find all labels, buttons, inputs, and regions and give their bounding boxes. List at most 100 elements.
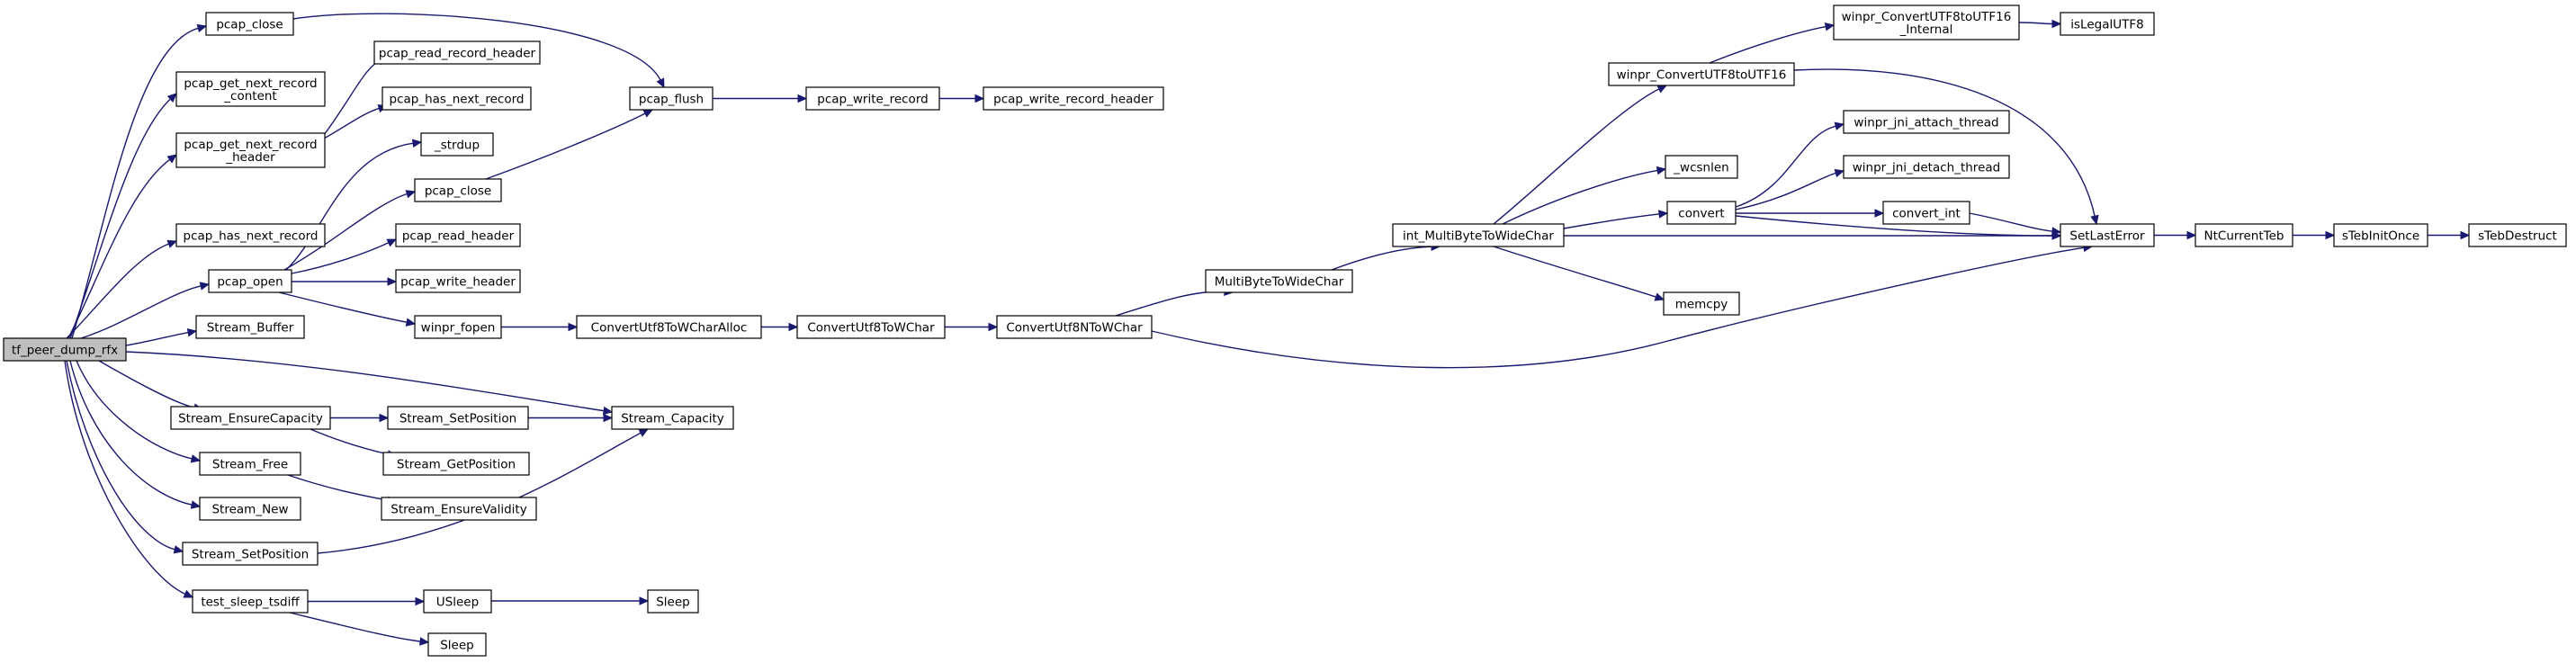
edge-line bbox=[278, 291, 408, 324]
node-Stream-New[interactable]: Stream_New bbox=[199, 497, 301, 521]
node-winpr-ConvertUTF8toUTF16[interactable]: winpr_ConvertUTF8toUTF16 bbox=[1608, 62, 1795, 86]
node-label: Stream_Free bbox=[212, 458, 288, 472]
node-convert[interactable]: convert bbox=[1666, 201, 1737, 225]
node-Stream-SetPosition-b[interactable]: Stream_SetPosition bbox=[387, 406, 529, 430]
edge-pcap_flush-to-pcap_write_record bbox=[712, 94, 808, 103]
node-label: SetLastError bbox=[2069, 229, 2145, 244]
node-pcap-read-header[interactable]: pcap_read_header bbox=[395, 223, 521, 247]
edge-arrowhead bbox=[405, 190, 417, 199]
node-pcap-write-header[interactable]: pcap_write_header bbox=[395, 269, 521, 293]
node-test-sleep-tsdiff[interactable]: test_sleep_tsdiff bbox=[192, 589, 309, 614]
edge-line bbox=[71, 27, 200, 339]
edge-arrowhead bbox=[603, 413, 614, 423]
node-label: memcpy bbox=[1675, 298, 1728, 312]
node-Sleep-b[interactable]: Sleep bbox=[427, 632, 487, 657]
node-box bbox=[175, 71, 326, 107]
node-box bbox=[381, 497, 537, 521]
edge-test_sleep_tsdiff-to-Sleep_b bbox=[289, 612, 430, 646]
node-ConvertUtf8ToWChar[interactable]: ConvertUtf8ToWChar bbox=[796, 315, 946, 339]
edge-line bbox=[323, 59, 381, 136]
node-pcap-get-next-record-header[interactable]: pcap_get_next_record_header bbox=[175, 132, 326, 168]
node-pcap-close-a[interactable]: pcap_close bbox=[205, 12, 294, 36]
node-box bbox=[983, 86, 1164, 111]
node-label: _content bbox=[223, 89, 276, 103]
node-box bbox=[1882, 201, 1970, 225]
edge-line bbox=[287, 474, 390, 502]
node-NtCurrentTeb[interactable]: NtCurrentTeb bbox=[2195, 223, 2293, 247]
node-pcap-has-next-record-a[interactable]: pcap_has_next_record bbox=[175, 223, 326, 247]
node-label: NtCurrentTeb bbox=[2204, 229, 2284, 244]
node-box bbox=[420, 132, 494, 157]
node--strdup[interactable]: _strdup bbox=[420, 132, 494, 157]
edge-arrowhead bbox=[797, 94, 808, 103]
edge-arrowhead bbox=[568, 322, 579, 332]
edge-line bbox=[291, 241, 390, 274]
node-sTebDestruct[interactable]: sTebDestruct bbox=[2468, 223, 2567, 247]
edge-int_MultiByteToWideChar-to-winpr_ConvertUTF8toUTF16 bbox=[1493, 85, 1668, 225]
node-ConvertUtf8NToWChar[interactable]: ConvertUtf8NToWChar bbox=[996, 315, 1153, 339]
node-convert-int[interactable]: convert_int bbox=[1882, 201, 1970, 225]
edge-line bbox=[1493, 87, 1661, 225]
node-winpr-jni-detach-thread[interactable]: winpr_jni_detach_thread bbox=[1843, 155, 2010, 179]
edge-ConvertUtf8ToWChar-to-ConvertUtf8NToWChar bbox=[944, 322, 999, 332]
node-Stream-Free[interactable]: Stream_Free bbox=[199, 452, 301, 476]
edge-line bbox=[285, 142, 415, 271]
edge-arrowhead bbox=[379, 413, 390, 423]
node-label: pcap_read_record_header bbox=[379, 47, 536, 61]
node-winpr-jni-attach-thread[interactable]: winpr_jni_attach_thread bbox=[1843, 110, 2010, 134]
node-label: pcap_get_next_record bbox=[184, 138, 317, 152]
node-Stream-GetPosition[interactable]: Stream_GetPosition bbox=[382, 452, 530, 476]
node-label: test_sleep_tsdiff bbox=[201, 596, 300, 610]
edge-arrowhead bbox=[166, 154, 177, 164]
edge-root-to-Stream_Buffer bbox=[125, 327, 198, 346]
node-pcap-flush[interactable]: pcap_flush bbox=[629, 86, 714, 111]
node-USleep[interactable]: USleep bbox=[423, 589, 492, 614]
node-pcap-write-record[interactable]: pcap_write_record bbox=[805, 86, 940, 111]
node-Sleep-a[interactable]: Sleep bbox=[647, 589, 699, 614]
node-Stream-EnsureCapacity[interactable]: Stream_EnsureCapacity bbox=[170, 406, 331, 430]
node-winpr-ConvertUTF8toUTF16-Internal[interactable]: winpr_ConvertUTF8toUTF16_Internal bbox=[1833, 4, 2020, 40]
node-winpr-fopen[interactable]: winpr_fopen bbox=[414, 315, 502, 339]
node-pcap-write-record-header[interactable]: pcap_write_record_header bbox=[983, 86, 1164, 111]
node-label: Sleep bbox=[656, 596, 690, 610]
node-pcap-read-record-header[interactable]: pcap_read_record_header bbox=[373, 40, 541, 65]
node--wcsnlen[interactable]: _wcsnlen bbox=[1665, 155, 1738, 179]
edge-line bbox=[310, 428, 390, 455]
edge-winpr_ConvertUTF8toUTF16-to-SetLastError bbox=[1793, 68, 2099, 226]
node-root[interactable]: tf_peer_dump_rfx bbox=[3, 337, 127, 362]
edge-line bbox=[76, 360, 193, 460]
node-box bbox=[1666, 201, 1737, 225]
node-box bbox=[205, 12, 294, 36]
edge-arrowhead bbox=[2090, 214, 2099, 226]
node-SetLastError[interactable]: SetLastError bbox=[2060, 223, 2155, 247]
node-label: pcap_open bbox=[217, 275, 283, 290]
node-label: tf_peer_dump_rfx bbox=[12, 344, 118, 358]
edge-line bbox=[1331, 246, 1433, 271]
node-Stream-EnsureValidity[interactable]: Stream_EnsureValidity bbox=[381, 497, 537, 521]
edge-line bbox=[66, 243, 170, 339]
node-label: winpr_ConvertUTF8toUTF16 bbox=[1842, 10, 2012, 24]
node-Stream-Buffer[interactable]: Stream_Buffer bbox=[195, 315, 305, 339]
node-pcap-get-next-record-content[interactable]: pcap_get_next_record_content bbox=[175, 71, 326, 107]
edge-arrowhead bbox=[1874, 209, 1885, 218]
edge-arrowhead bbox=[2051, 19, 2062, 29]
node-pcap-open[interactable]: pcap_open bbox=[208, 269, 292, 293]
node-sTebInitOnce[interactable]: sTebInitOnce bbox=[2333, 223, 2428, 247]
node-memcpy[interactable]: memcpy bbox=[1663, 291, 1740, 316]
edge-line bbox=[1735, 215, 2054, 237]
node-label: pcap_read_header bbox=[402, 229, 515, 244]
node-int-MultiByteToWideChar[interactable]: int_MultiByteToWideChar bbox=[1392, 223, 1565, 247]
node-pcap-close-b[interactable]: pcap_close bbox=[414, 178, 502, 202]
edge-line bbox=[69, 360, 193, 506]
node-box bbox=[208, 269, 292, 293]
node-Stream-Capacity[interactable]: Stream_Capacity bbox=[611, 406, 734, 430]
edge-line bbox=[283, 193, 408, 271]
node-box bbox=[199, 452, 301, 476]
node-Stream-SetPosition-a[interactable]: Stream_SetPosition bbox=[182, 542, 319, 566]
node-MultiByteToWideChar[interactable]: MultiByteToWideChar bbox=[1205, 269, 1353, 293]
edge-line bbox=[1502, 169, 1659, 225]
node-pcap-has-next-record-b[interactable]: pcap_has_next_record bbox=[381, 86, 532, 111]
node-isLegalUTF8[interactable]: isLegalUTF8 bbox=[2060, 12, 2155, 36]
edge-int_MultiByteToWideChar-to-memcpy bbox=[1493, 246, 1665, 301]
node-ConvertUtf8ToWCharAlloc[interactable]: ConvertUtf8ToWCharAlloc bbox=[576, 315, 762, 339]
